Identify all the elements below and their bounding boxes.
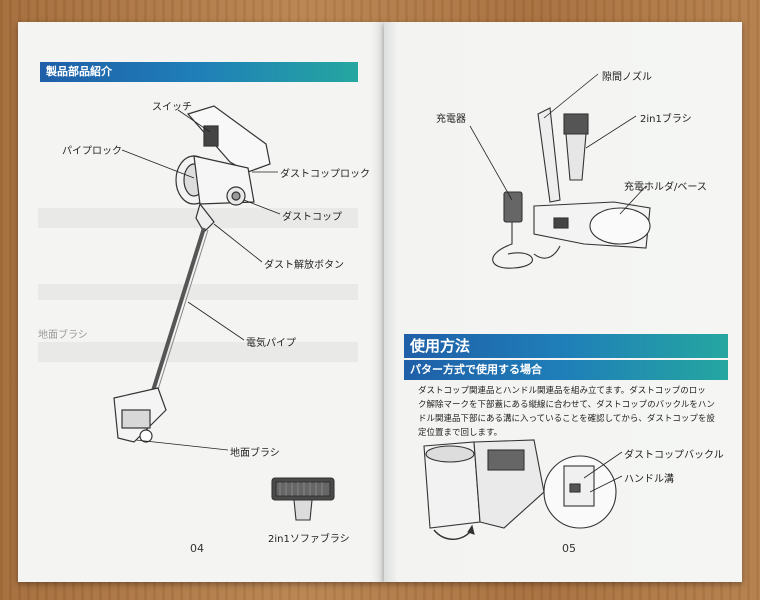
label-charging-holder: 充電ホルダ/ベース — [624, 182, 707, 193]
instruction-paragraph: ダストコップ関連品とハンドル関連品を組み立てます。ダストコップのロッ ク解除マー… — [418, 384, 728, 440]
label-dust-cup-buckle: ダストコップバックル — [624, 450, 724, 461]
faint-bleed-block — [38, 284, 358, 300]
label-dust-cup-lock: ダストコップロック — [280, 169, 370, 180]
label-switch: スイッチ — [152, 102, 192, 113]
page-number-left: 04 — [190, 542, 204, 555]
section-title-parts: 製品部品紹介 — [40, 62, 358, 82]
vacuum-diagram — [113, 105, 335, 521]
label-charger: 充電器 — [436, 114, 466, 125]
right-page: 隙間ノズル 充電器 2in1ブラシ 充電ホルダ/ベース 使用方法 パター方式で使… — [384, 22, 742, 582]
label-dust-release-button: ダスト解放ボタン — [264, 260, 344, 271]
label-dust-cup: ダストコップ — [282, 212, 342, 223]
section-subtitle-putter: パター方式で使用する場合 — [404, 360, 728, 380]
page-number-right: 05 — [562, 542, 576, 555]
accessories-diagram — [423, 73, 651, 540]
label-handle-groove: ハンドル溝 — [624, 474, 674, 485]
instruction-line: ク解除マークを下部蓋にある縦線に合わせて、ダストコップのバックルをハン — [418, 400, 715, 410]
label-pipe-lock: パイプロック — [62, 146, 122, 157]
instruction-line: ドル関連品下部にある溝に入っていることを確認してから、ダストコップを設 — [418, 414, 715, 424]
faint-bleed-block — [38, 342, 358, 362]
section-title-usage: 使用方法 — [404, 334, 728, 358]
label-sofa-brush: 2in1ソファブラシ — [268, 534, 350, 545]
label-electric-pipe: 電気パイプ — [246, 338, 296, 349]
instruction-line: ダストコップ関連品とハンドル関連品を組み立てます。ダストコップのロッ — [418, 386, 706, 396]
label-gap-nozzle: 隙間ノズル — [602, 72, 652, 83]
instruction-line: 定位置まで回します。 — [418, 428, 503, 438]
label-floor-brush: 地面ブラシ — [230, 448, 280, 459]
label-floor-brush-bleed: 地面ブラシ — [38, 330, 88, 341]
left-page: 製品部品紹介 — [18, 22, 384, 582]
label-2in1-brush: 2in1ブラシ — [640, 114, 692, 125]
